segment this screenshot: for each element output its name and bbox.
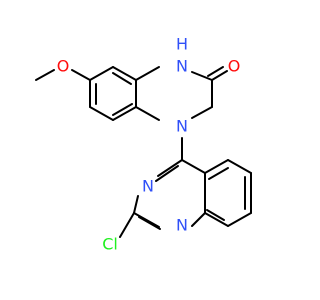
- bond-5: [89, 106, 114, 121]
- bond-35: [206, 209, 225, 221]
- bond-11: [135, 66, 160, 81]
- bond-33: [227, 212, 252, 227]
- bond-21: [181, 159, 206, 174]
- bond-17: [191, 106, 213, 119]
- atom-n3-quinazoline: N: [142, 177, 154, 196]
- bond-24: [138, 216, 161, 230]
- bond-25: [119, 212, 135, 238]
- bond-15: [207, 66, 224, 77]
- atom-h-amide: H: [176, 35, 188, 54]
- bond-28: [204, 159, 229, 174]
- atom-o-carbonyl: O: [228, 57, 241, 76]
- bond-26: [191, 212, 206, 227]
- bond-14: [211, 70, 228, 81]
- atom-n1-quinazoline: N: [176, 216, 188, 235]
- bond-1: [71, 69, 91, 81]
- bond-20: [155, 165, 179, 182]
- bond-23: [133, 212, 160, 228]
- atom-n-amide: N: [176, 57, 188, 76]
- bond-29: [208, 167, 229, 180]
- bond-2: [89, 66, 114, 81]
- bond-13: [191, 71, 213, 81]
- bond-6: [112, 106, 137, 121]
- atom-o-methoxy: O: [57, 57, 70, 76]
- bond-19: [157, 159, 183, 177]
- bond-34: [204, 212, 229, 227]
- bond-22: [133, 195, 139, 214]
- bond-10: [112, 72, 132, 85]
- chemical-structure: O H N O N N N Cl: [35, 34, 252, 254]
- bond-0: [35, 69, 55, 81]
- bond-12: [135, 106, 160, 121]
- molecule-drawing: O H N O N N N Cl: [35, 35, 252, 254]
- atom-n-piperazine: N: [176, 117, 188, 136]
- bond-30: [227, 159, 252, 174]
- atom-cl: Cl: [102, 235, 118, 254]
- bond-9: [112, 66, 137, 81]
- bond-7: [112, 103, 133, 116]
- bond-group: [35, 66, 252, 238]
